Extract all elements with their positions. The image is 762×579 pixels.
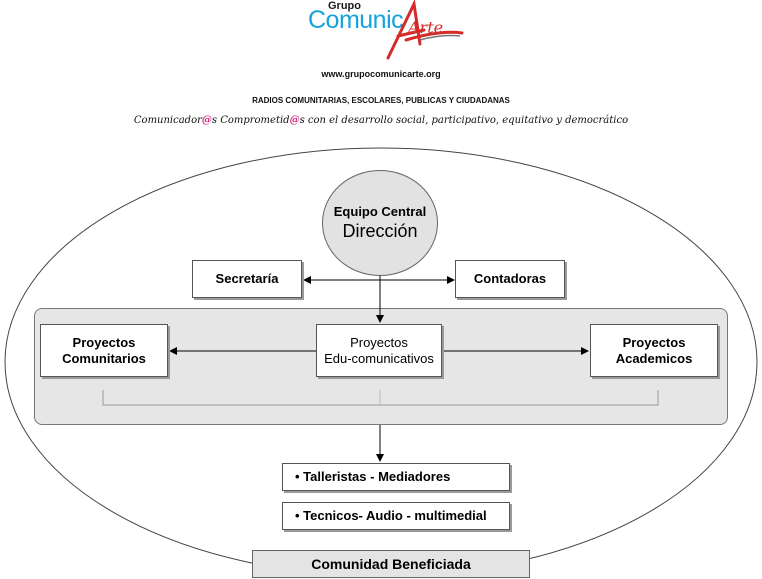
slogan: Comunicador@s Comprometid@s con el desar… <box>0 115 762 126</box>
tecnicos-box: • Tecnicos- Audio - multimedial <box>282 502 510 530</box>
slogan-at-2: @ <box>289 115 300 126</box>
logo-grupo-text: Grupo <box>328 0 361 12</box>
equipo-central-node: Equipo Central Dirección <box>322 170 438 276</box>
logo-a-swoosh-icon <box>386 0 464 60</box>
slogan-at-1: @ <box>201 115 212 126</box>
slogan-part-3: s con el desarrollo social, participativ… <box>299 115 629 126</box>
equipo-central-label: Equipo Central <box>333 204 427 219</box>
comunidad-beneficiada-bar: Comunidad Beneficiada <box>252 550 530 578</box>
direccion-label: Dirección <box>342 221 418 241</box>
website-url: www.grupocomunicarte.org <box>321 69 441 79</box>
talleristas-box: • Talleristas - Mediadores <box>282 463 510 491</box>
logo-comunic-text: Comunic <box>308 6 404 34</box>
proyectos-academicos-box: Proyectos Academicos <box>590 324 718 377</box>
radios-subtitle: RADIOS COMUNITARIAS, ESCOLARES, PUBLICAS… <box>252 96 510 105</box>
proyectos-comunitarios-box: Proyectos Comunitarios <box>40 324 168 377</box>
secretaria-box: Secretaría <box>192 260 302 298</box>
slogan-part-2: s Comprometid <box>211 115 290 126</box>
contadoras-box: Contadoras <box>455 260 565 298</box>
proyectos-edu-box: Proyectos Edu-comunicativos <box>316 324 442 377</box>
slogan-part-1: Comunicador <box>133 115 202 126</box>
